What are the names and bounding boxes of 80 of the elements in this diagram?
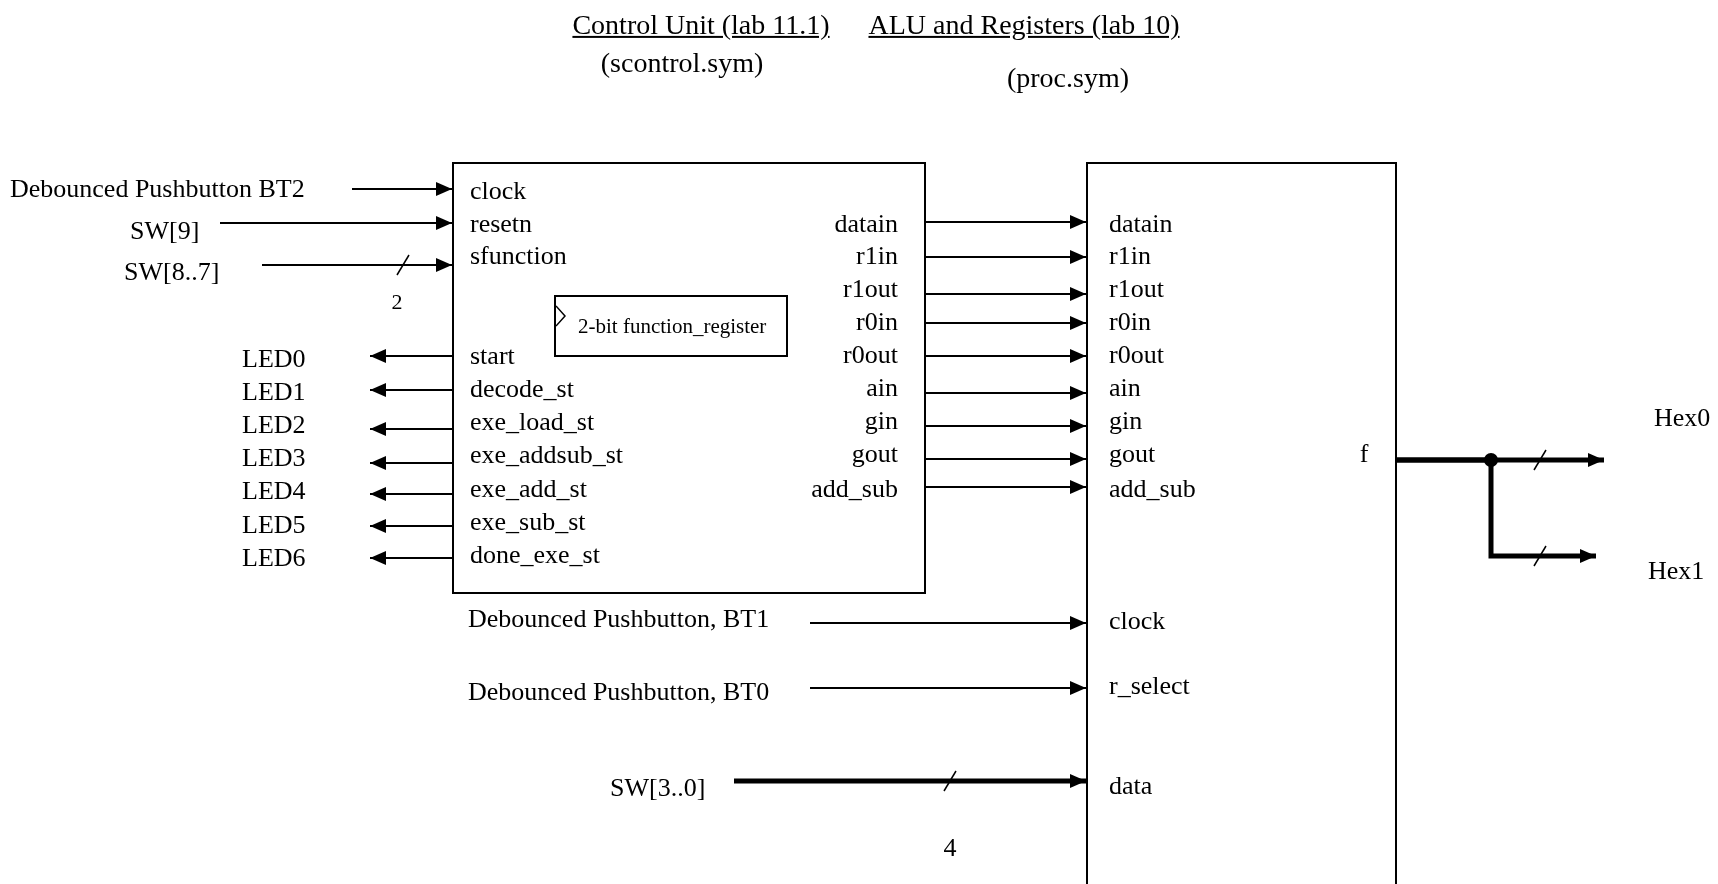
port-label: clock	[1109, 606, 1166, 636]
port-label: datain	[834, 209, 898, 239]
port-label: r1in	[1109, 241, 1151, 271]
arrow	[369, 519, 453, 533]
signal-label: Debounced Pushbutton, BT0	[466, 676, 810, 708]
signal-label: LED2	[240, 409, 370, 441]
signal-label: Debounced Pushbutton BT2	[8, 173, 352, 205]
arrow	[925, 452, 1087, 466]
arrow	[925, 349, 1087, 363]
register-box	[554, 295, 788, 357]
arrow	[925, 215, 1087, 229]
arrow	[809, 681, 1087, 695]
bus-arrow	[1397, 457, 1596, 563]
port-label: gout	[1109, 439, 1156, 469]
signal-label: LED5	[240, 509, 370, 541]
port-label: f	[1359, 439, 1369, 469]
port-label: exe_addsub_st	[470, 440, 624, 470]
signal-label: LED0	[240, 343, 370, 375]
port-label: r0in	[856, 307, 898, 337]
signal-label: Hex0	[1604, 404, 1714, 466]
signal-label: SW[8..7]	[122, 256, 262, 288]
arrow	[369, 551, 453, 565]
port-label: data	[1109, 771, 1153, 801]
arrow	[219, 216, 453, 230]
port-label: sfunction	[470, 241, 567, 271]
arrow	[925, 419, 1087, 433]
port-label: done_exe_st	[470, 540, 600, 570]
bus-width-label: 4	[943, 833, 957, 863]
port-label: r_select	[1109, 671, 1190, 701]
port-label: r1out	[1109, 274, 1164, 304]
port-label: r1out	[843, 274, 898, 304]
block-title: ALU and Registers (lab 10)	[868, 8, 1180, 42]
arrow	[925, 287, 1087, 301]
port-label: decode_st	[470, 374, 574, 404]
alu-register-block	[1086, 162, 1397, 884]
arrow	[369, 349, 453, 363]
port-label: gin	[1109, 406, 1143, 436]
arrow	[925, 480, 1087, 494]
port-label: exe_load_st	[470, 407, 595, 437]
port-label: exe_add_st	[470, 474, 587, 504]
signal-label: SW[9]	[128, 215, 220, 247]
arrow	[809, 616, 1087, 630]
file-name: (scontrol.sym)	[600, 46, 764, 80]
block-title: Control Unit (lab 11.1)	[572, 8, 830, 42]
port-label: r1in	[856, 241, 898, 271]
port-label: r0in	[1109, 307, 1151, 337]
port-label: clock	[470, 176, 527, 206]
port-label: r0out	[843, 340, 898, 370]
signal-label: LED6	[240, 542, 370, 574]
control-unit-block	[452, 162, 926, 594]
signal-label: LED1	[240, 376, 370, 408]
signal-label: Hex1	[1596, 538, 1714, 586]
bus-arrow	[734, 774, 1086, 788]
arrow	[261, 258, 453, 272]
signal-label: LED4	[240, 475, 370, 507]
arrow	[369, 383, 453, 397]
port-label: start	[470, 341, 515, 371]
port-label: resetn	[470, 209, 533, 239]
port-label: r0out	[1109, 340, 1164, 370]
signal-label: Debounced Pushbutton, BT1	[466, 603, 810, 635]
port-label: gout	[851, 439, 898, 469]
arrow	[925, 386, 1087, 400]
file-name: (proc.sym)	[1006, 61, 1130, 95]
signal-label: LED3	[240, 442, 370, 474]
port-label: gin	[864, 406, 898, 436]
arrow	[925, 316, 1087, 330]
port-label: ain	[866, 373, 898, 403]
register-label: 2-bit function_register	[578, 313, 767, 339]
bus-width-label: 2	[391, 289, 403, 315]
port-label: ain	[1109, 373, 1141, 403]
port-label: datain	[1109, 209, 1173, 239]
port-label: add_sub	[811, 474, 898, 504]
arrow	[351, 182, 453, 196]
arrow	[369, 422, 453, 436]
port-label: exe_sub_st	[470, 507, 586, 537]
arrow	[369, 456, 453, 470]
signal-label: SW[3..0]	[610, 772, 734, 804]
arrow	[369, 487, 453, 501]
arrow	[925, 250, 1087, 264]
port-label: add_sub	[1109, 474, 1196, 504]
